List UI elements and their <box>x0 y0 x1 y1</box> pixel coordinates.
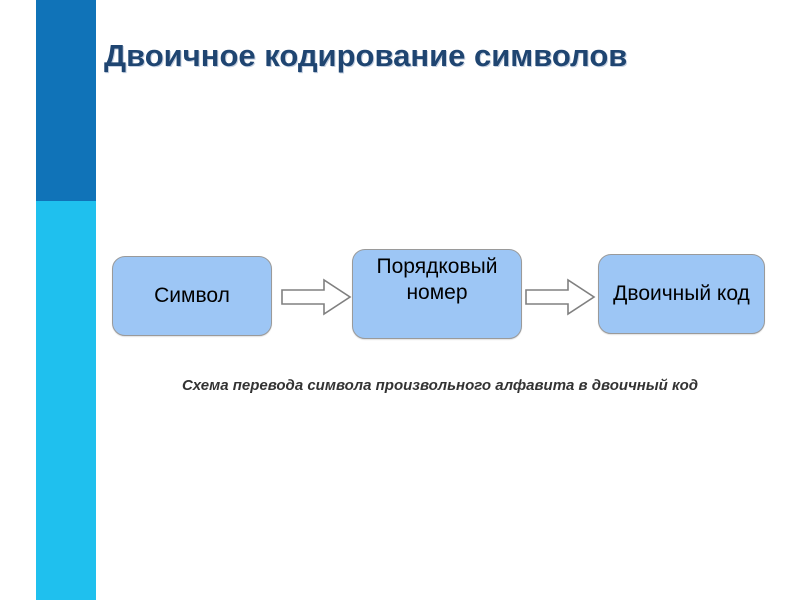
diagram-node-ordinal-number[interactable]: Порядковый номер <box>352 249 522 339</box>
accent-bar-segment-bottom <box>36 201 96 600</box>
block-arrow-right-icon <box>524 277 596 317</box>
diagram-node-ordinal-number-label: Порядковый номер <box>376 255 498 304</box>
block-arrow-right-icon <box>280 277 352 317</box>
accent-bar-segment-top <box>36 0 96 201</box>
left-accent-bar <box>36 0 96 600</box>
diagram-caption: Схема перевода символа произвольного алф… <box>181 377 699 394</box>
diagram-node-binary-code[interactable]: Двоичный код <box>598 254 765 334</box>
diagram-node-binary-code-label: Двоичный код <box>613 282 750 306</box>
diagram-node-symbol-label: Символ <box>154 284 230 308</box>
page-title: Двоичное кодирование символов <box>104 38 628 73</box>
diagram-node-symbol[interactable]: Символ <box>112 256 272 336</box>
